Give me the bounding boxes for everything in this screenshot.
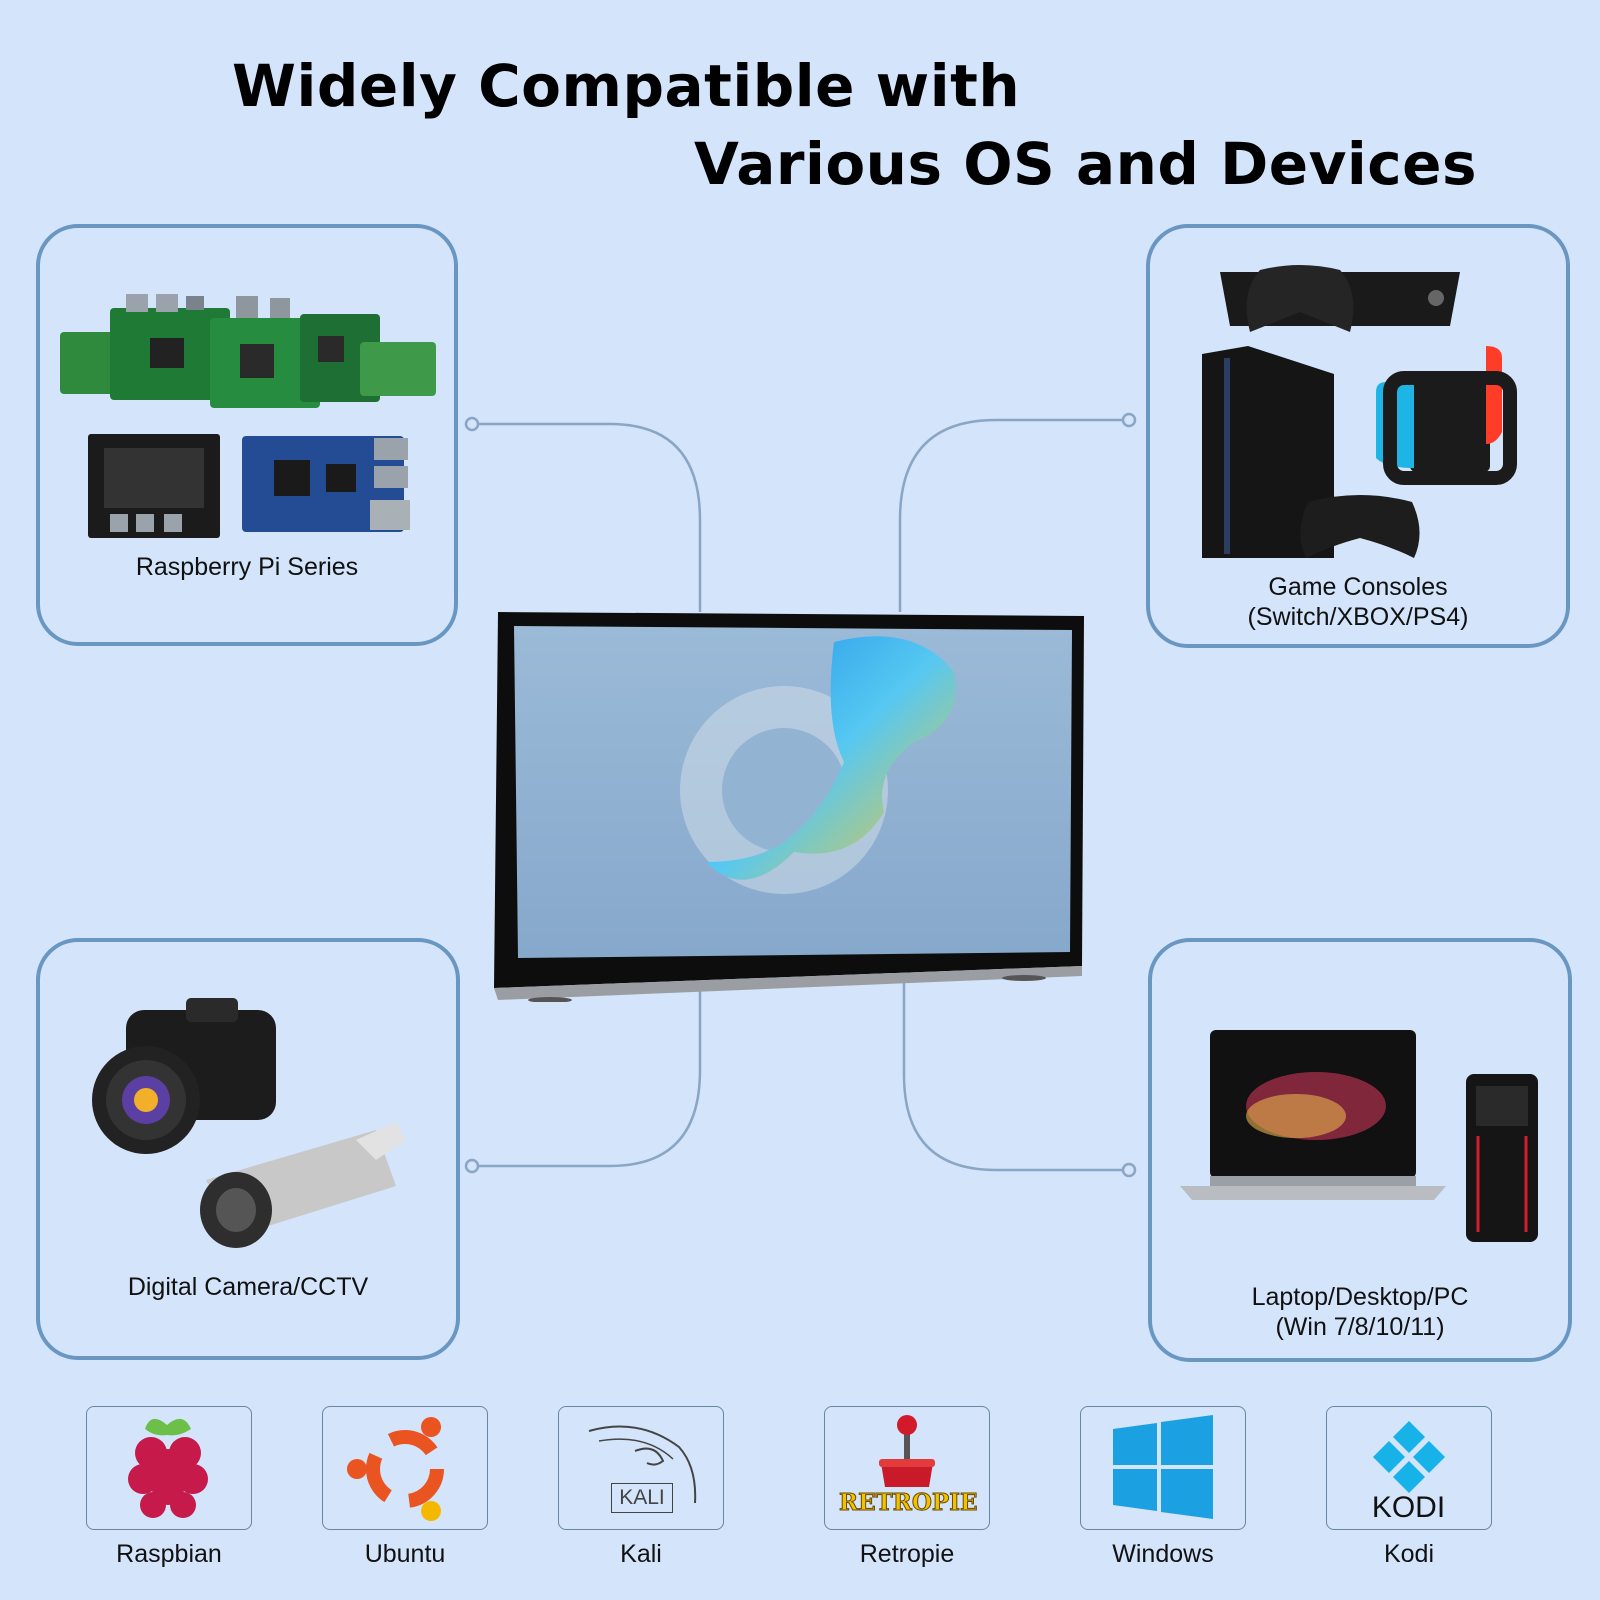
os-tile-windows <box>1080 1406 1246 1530</box>
os-tile-kodi: KODI <box>1326 1406 1492 1530</box>
game-consoles-image <box>1202 265 1517 558</box>
game-consoles-label-line1: Game Consoles <box>1268 573 1448 601</box>
kali-logo-text: KALI <box>611 1483 673 1513</box>
windows-logo-icon <box>1113 1415 1213 1519</box>
camera-cctv-image <box>92 998 406 1248</box>
page-title-line2: Various OS and Devices <box>694 130 1478 198</box>
laptop-pc-label-line2: (Win 7/8/10/11) <box>1275 1313 1445 1341</box>
os-tile-raspbian <box>86 1406 252 1530</box>
kali-dragon-icon <box>588 1425 697 1504</box>
os-tile-retropie: RETROPIE <box>824 1406 990 1530</box>
game-consoles-label: Game Consoles (Switch/XBOX/PS4) <box>1150 572 1566 632</box>
camera-cctv-label: Digital Camera/CCTV <box>127 1273 369 1301</box>
os-label-windows: Windows <box>1112 1540 1214 1568</box>
os-label-retropie: Retropie <box>859 1540 955 1568</box>
laptop-pc-label-line1: Laptop/Desktop/PC <box>1251 1283 1469 1311</box>
raspberry-pi-boards-image <box>60 294 436 538</box>
card-laptop-pc: Laptop/Desktop/PC (Win 7/8/10/11) <box>1148 938 1572 1362</box>
page-title-line1: Widely Compatible with <box>232 52 1021 120</box>
card-game-consoles: Game Consoles (Switch/XBOX/PS4) <box>1146 224 1570 648</box>
card-raspberry-pi: Raspberry Pi Series <box>36 224 458 646</box>
ubuntu-icon <box>347 1417 444 1521</box>
raspbian-icon <box>128 1418 208 1518</box>
os-label-kali: Kali <box>620 1540 662 1568</box>
portable-monitor-image <box>494 612 1084 1002</box>
os-tile-kali: KALI <box>558 1406 724 1530</box>
game-consoles-label-line2: (Switch/XBOX/PS4) <box>1247 603 1469 631</box>
laptop-desktop-image <box>1180 1030 1538 1242</box>
os-label-ubuntu: Ubuntu <box>364 1540 446 1568</box>
card-digital-camera: Digital Camera/CCTV <box>36 938 460 1360</box>
raspberry-pi-label: Raspberry Pi Series <box>135 553 359 581</box>
retropie-logo-text: RETROPIE <box>839 1489 979 1517</box>
retropie-joystick-icon <box>879 1415 935 1487</box>
kodi-logo-text: KODI <box>1371 1491 1446 1524</box>
os-tile-ubuntu <box>322 1406 488 1530</box>
kodi-logo-icon <box>1373 1421 1445 1493</box>
os-label-raspbian: Raspbian <box>116 1540 222 1568</box>
laptop-pc-label: Laptop/Desktop/PC (Win 7/8/10/11) <box>1152 1282 1568 1342</box>
os-label-kodi: Kodi <box>1383 1540 1435 1568</box>
